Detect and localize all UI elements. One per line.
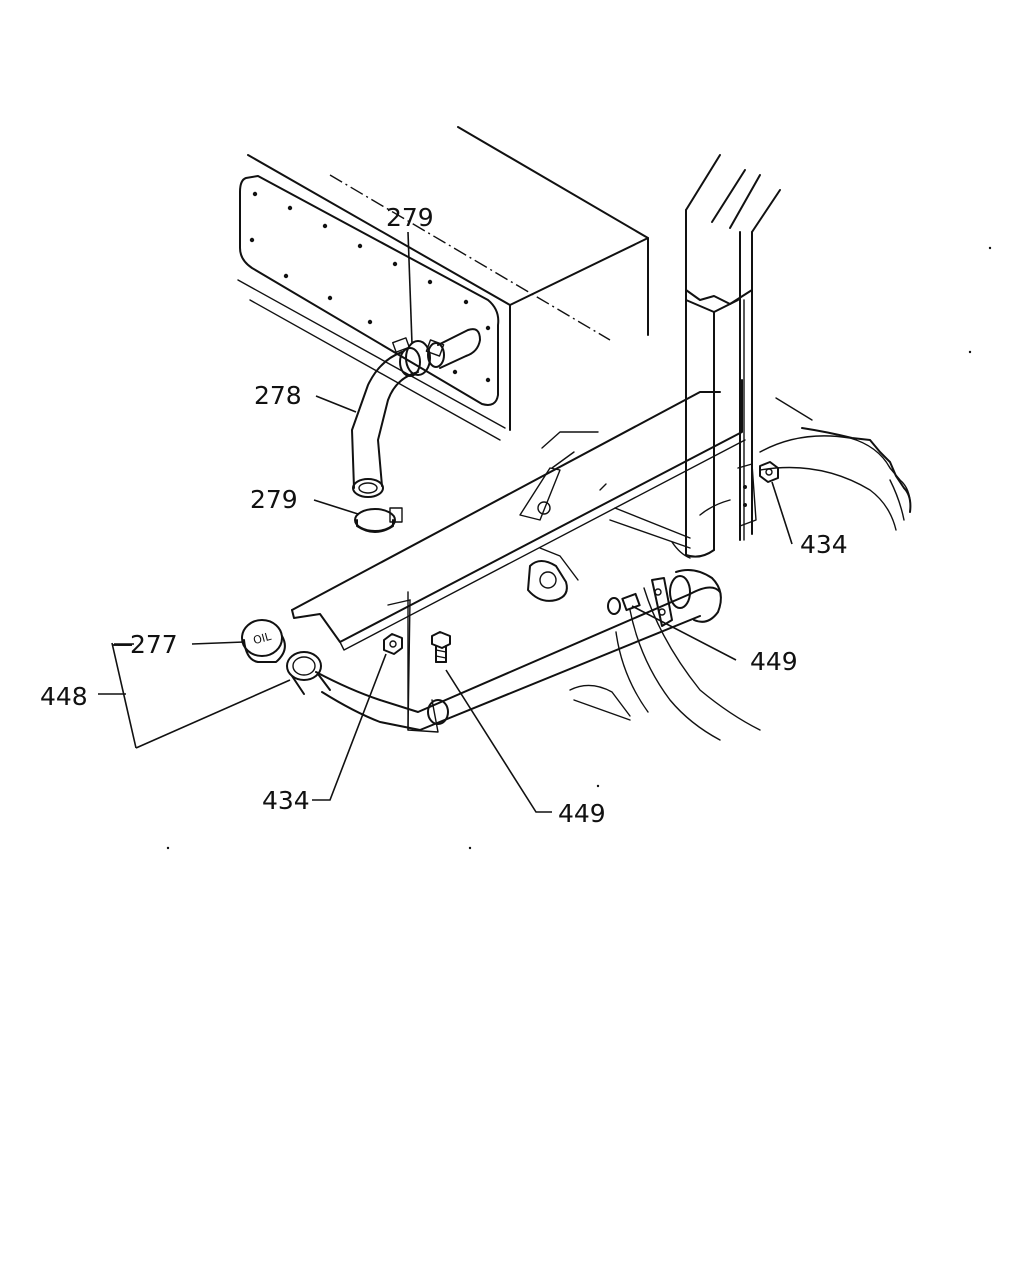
- label-279-top: 279: [386, 203, 434, 232]
- part-labels: 279 278 279 434 449 277 448 434 449: [40, 203, 848, 828]
- label-277: 277: [130, 630, 178, 659]
- oil-tank: [237, 126, 649, 441]
- filler-neck: [286, 651, 331, 695]
- bracket-plate: [527, 547, 579, 602]
- cap-oil-text: OIL: [252, 630, 274, 647]
- label-434-bottom: 434: [262, 786, 310, 815]
- label-448: 448: [40, 682, 88, 711]
- label-278: 278: [254, 381, 302, 410]
- label-434-right: 434: [800, 530, 848, 559]
- frame-rail: [291, 379, 746, 651]
- bolt-449-lower: [431, 631, 451, 663]
- label-449-bottom: 449: [558, 799, 606, 828]
- hose-clamp-upper: [392, 337, 445, 376]
- oil-filler-cap: OIL: [241, 619, 286, 663]
- label-279-bottom: 279: [250, 485, 298, 514]
- nut-434-lower: [383, 633, 403, 655]
- nut-434-right: [759, 461, 779, 483]
- drain-pipe: [315, 569, 722, 733]
- vertical-pipe: [671, 154, 781, 559]
- plate-bolts: [249, 191, 491, 383]
- tank-outlet-nipple: [427, 328, 481, 369]
- leader-lines: [98, 231, 793, 813]
- flywheel-housing: [569, 397, 912, 741]
- scan-specks: [166, 246, 992, 850]
- label-449-right: 449: [750, 647, 798, 676]
- pipe-flange: [607, 577, 673, 627]
- hose-clamp-lower: [354, 507, 403, 533]
